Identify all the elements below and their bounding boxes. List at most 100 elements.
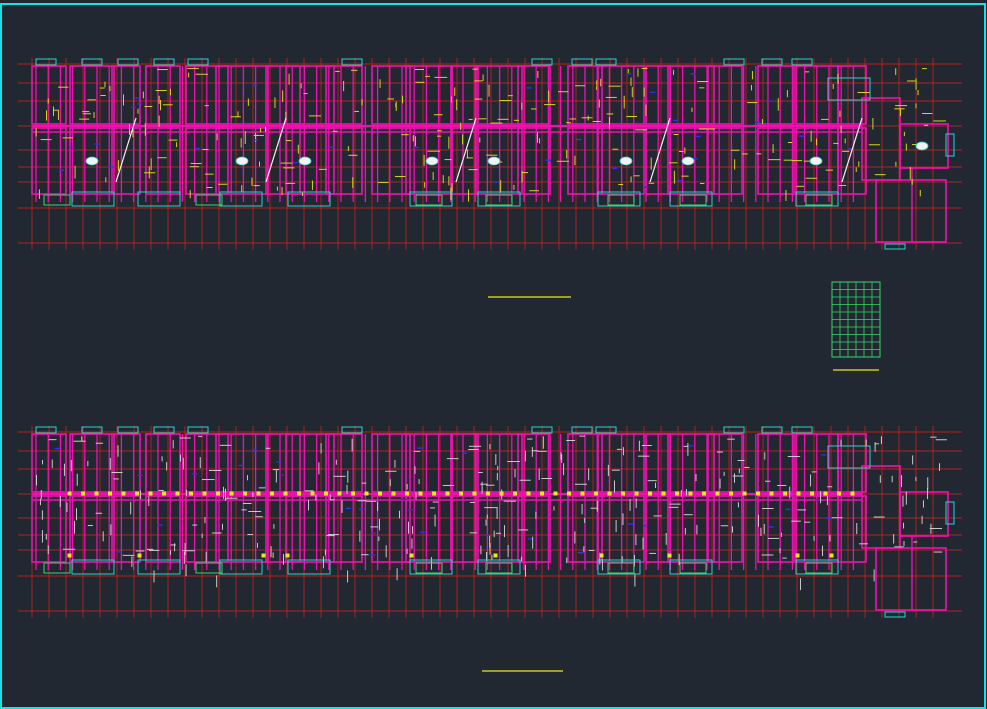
room-outline-north [837,65,867,125]
column-marker [405,491,409,496]
room-outline-south [325,127,363,195]
column-marker [67,491,72,496]
room-outline-south [285,495,335,563]
window-frame-north [571,426,593,434]
room-outline-north [567,433,603,493]
room-outline-south [145,495,181,563]
column-marker [202,491,207,496]
column-marker [121,491,126,496]
column-marker [769,491,774,496]
room-outline-south [837,495,867,563]
balcony-frame-south [287,191,331,207]
room-outline-south [31,495,67,563]
balcony-railing [415,194,443,206]
balcony-frame-south [219,191,263,207]
column-marker [526,491,531,496]
balcony-frame-south [219,559,263,575]
fixture-symbol [85,156,99,166]
window-frame-north [571,58,593,66]
room-outline-north [185,65,229,125]
balcony-frame-south [71,559,115,575]
room-outline-south [451,495,479,563]
east-wing-room [899,491,949,537]
fixture-symbol [619,156,633,166]
room-outline-north [475,65,523,125]
fixture-symbol [298,156,312,166]
column-marker [270,491,274,496]
window-frame-north [723,58,745,66]
window-frame-east [827,445,871,469]
column-marker [243,491,247,496]
balcony-railing [195,194,223,206]
balcony-frame-south [795,191,839,207]
column-marker [432,491,436,496]
balcony-frame-south [287,559,331,575]
column-marker [837,491,841,496]
room-outline-south [325,495,363,563]
room-outline-north [111,65,141,125]
column-marker [324,491,328,496]
balcony-railing [679,194,707,206]
window-frame-north [117,426,139,434]
column-marker [594,491,598,496]
column-marker [742,491,747,496]
column-marker [229,491,234,496]
column-marker [94,491,99,496]
column-marker [283,491,288,496]
window-frame-north [153,58,175,66]
column-marker [499,491,504,496]
room-outline-south [451,127,479,195]
window-frame-east [827,77,871,101]
balcony-frame-south [669,191,713,207]
room-outline-north [757,433,795,493]
floor-plan-lower[interactable] [18,426,962,618]
balcony-railing [415,562,443,574]
column-marker [409,553,414,558]
window-frame-east [884,243,906,250]
column-marker [364,491,369,496]
room-outline-south [707,495,743,563]
column-marker [513,491,517,496]
balcony-frame-south [669,559,713,575]
fixture-symbol [425,156,439,166]
balcony-railing [805,194,833,206]
column-marker [667,553,672,558]
room-outline-north [69,65,115,125]
column-marker [688,491,693,496]
column-marker [175,491,180,496]
room-outline-north [645,433,671,493]
column-marker [351,491,355,496]
window-frame-east [945,133,955,157]
column-marker [621,491,625,496]
room-outline-north [31,433,67,493]
column-marker [162,491,166,496]
balcony-railing [679,562,707,574]
room-outline-north [451,65,479,125]
column-marker [783,491,787,496]
room-outline-south [645,127,671,195]
floor-plan-upper[interactable] [18,58,962,250]
window-frame-east [884,611,906,618]
window-frame-north [341,58,363,66]
balcony-frame-south [409,191,453,207]
room-outline-south [371,495,411,563]
room-outline-north [707,433,743,493]
room-outline-north [265,65,301,125]
room-outline-north [517,433,551,493]
column-marker [148,491,153,496]
column-marker [567,491,571,496]
room-outline-south [145,127,181,195]
column-marker [702,491,706,496]
column-marker [715,491,720,496]
stair-diagonal [115,117,137,183]
room-outline-south [185,127,229,195]
column-marker [607,491,612,496]
room-outline-south [111,127,141,195]
column-marker [108,491,112,496]
room-outline-south [517,127,551,195]
schedule-table [831,281,881,358]
room-outline-south [667,127,715,195]
